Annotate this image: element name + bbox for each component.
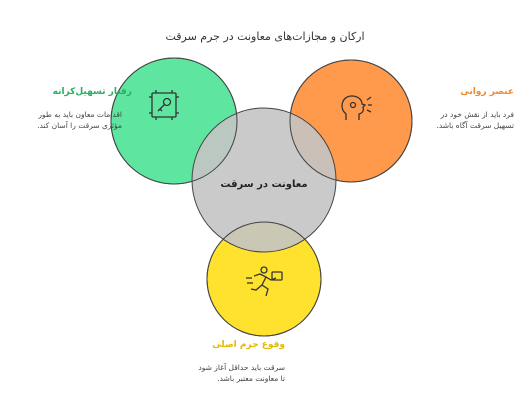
left-desc-line-1: اقدامات معاون باید به طور — [38, 110, 122, 119]
left-title: رفتار تسهیل‌کرانه — [52, 87, 132, 97]
center-label: معاونت در سرقت — [220, 179, 307, 190]
bottom-desc-line-2: تا معاونت معتبر باشد. — [217, 374, 285, 383]
diagram-title: ارکان و مجازات‌های معاونت در جرم سرقت — [165, 30, 365, 43]
bottom-title: وقوع جرم اصلی — [212, 340, 285, 350]
bottom-desc-line-1: سرقت باید حداقل آغاز شود — [198, 363, 285, 372]
key-cabinet-icon — [149, 90, 179, 120]
left-desc-line-2: مؤثری سرقت را آسان کند. — [37, 121, 122, 130]
right-desc-line-2: تسهیل سرقت آگاه باشد. — [436, 121, 514, 130]
right-title: عنصر روانی — [460, 87, 514, 97]
running-person-icon — [246, 266, 283, 297]
thinking-head-icon — [341, 95, 372, 120]
right-desc-line-1: فرد باید از نقش خود در — [440, 110, 514, 119]
